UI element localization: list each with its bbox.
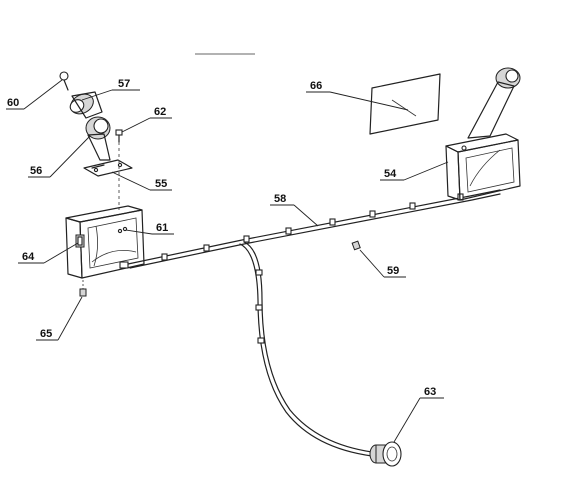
lamp-arm xyxy=(87,133,111,161)
callout-56: 56 xyxy=(30,165,42,177)
left-lamp-assembly xyxy=(59,71,145,297)
screw-part xyxy=(115,129,123,210)
callout-59: 59 xyxy=(387,265,399,277)
side-marker xyxy=(75,234,85,248)
callout-54: 54 xyxy=(384,168,397,180)
bulb-part xyxy=(59,71,69,91)
callout-61: 61 xyxy=(156,222,168,234)
lamp-lens xyxy=(85,116,111,140)
right-lamp-assembly xyxy=(369,67,521,201)
right-plate-frame xyxy=(445,133,521,201)
callout-62: 62 xyxy=(154,106,166,118)
drop-cable xyxy=(239,241,373,457)
right-lamp-head xyxy=(467,67,521,139)
callout-leaders xyxy=(6,79,449,443)
callout-60: 60 xyxy=(7,97,19,109)
callout-57: 57 xyxy=(118,78,130,90)
loose-clip xyxy=(351,240,361,251)
connector-plug xyxy=(369,441,402,467)
callout-66: 66 xyxy=(310,80,322,92)
callout-55: 55 xyxy=(155,178,167,190)
lamp-bracket xyxy=(83,159,133,177)
left-plate-frame xyxy=(65,205,145,279)
callout-65: 65 xyxy=(40,328,52,340)
lamp-housing xyxy=(69,91,103,119)
callout-64: 64 xyxy=(22,251,35,263)
callout-58: 58 xyxy=(274,193,286,205)
license-plate xyxy=(369,73,441,135)
callout-63: 63 xyxy=(424,386,436,398)
callout-labels: 60 57 62 56 55 61 64 65 58 59 66 54 63 xyxy=(7,78,436,398)
main-harness-cable xyxy=(127,189,501,269)
clip-part xyxy=(79,280,87,297)
